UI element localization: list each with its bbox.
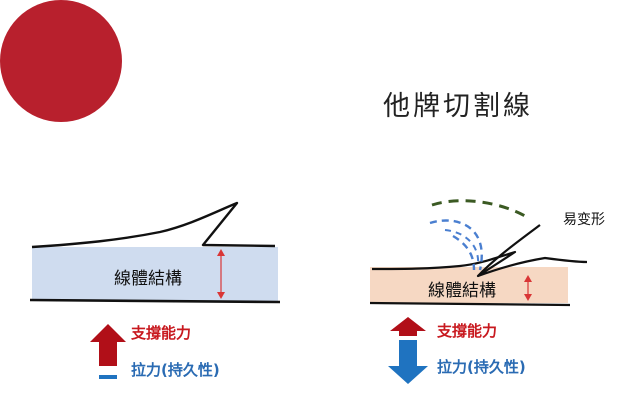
logo-text-slogan: 拯救美麗．時光暫停 [271,58,353,68]
left-pull-label: 拉力(持久性) [131,361,220,379]
left-thread-layer [32,247,278,301]
left-top-line [31,201,276,249]
right-top-line [371,250,588,278]
right-pull-label: 拉力(持久性) [437,358,526,376]
left-layer-label: 線體結構 [114,269,182,289]
logo-text-en: MINT LIFT [286,46,339,54]
right-bottom-line [369,301,571,307]
right-layer-label: 線體結構 [428,281,496,301]
logo-text-bottom: 拉提 [281,71,344,105]
deform-curve-green [431,199,526,218]
left-height-arrow [217,249,225,299]
left-bottom-line [29,298,281,304]
left-support-arrow [90,324,126,366]
right-height-arrow [524,275,532,301]
deform-curve-blue-inner [452,234,476,271]
deform-label: 易变形 [563,212,605,228]
page-title: 他牌切割線 [383,91,533,122]
left-pull-bar [99,375,117,379]
logo-text-top: 神力 [281,11,344,45]
right-thread-layer [370,267,568,303]
right-support-label: 支撐能力 [437,322,498,340]
deform-curve-blue-mid [444,229,480,267]
right-support-arrow [390,317,426,336]
deform-curve-blue-outer [429,219,483,271]
right-flap-line [477,224,541,277]
right-pull-arrow [388,340,428,384]
left-support-label: 支撐能力 [131,324,192,342]
brand-logo: 神力 MINT LIFT 拯救美麗．時光暫停 拉提 [0,0,353,122]
